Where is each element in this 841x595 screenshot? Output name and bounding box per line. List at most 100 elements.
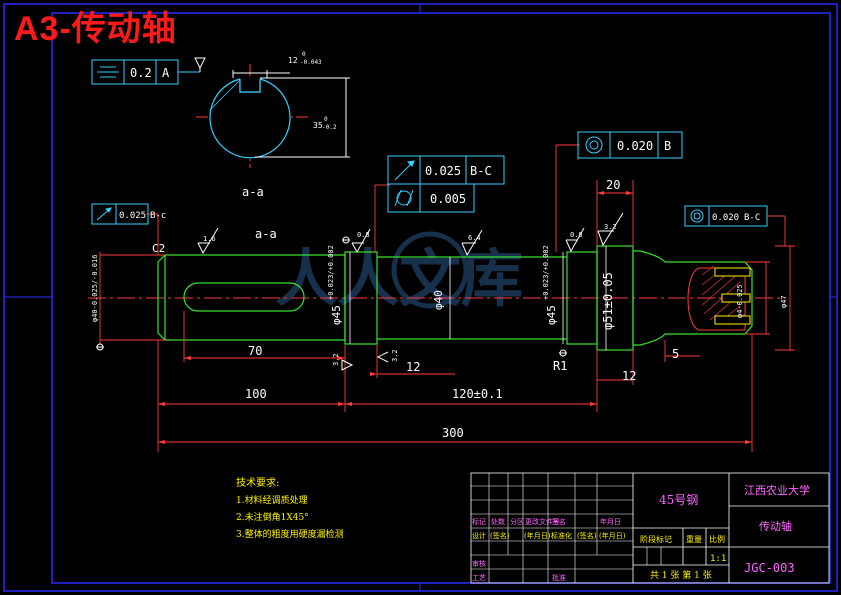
diam-40: φ40 (432, 290, 445, 310)
fcf-symmetry: 0.2 A (91, 57, 206, 85)
tb-weight: 重量 (686, 534, 702, 544)
fcf-runout-datum: B-C (470, 164, 492, 178)
diam-45a-tol: +0.023/+0.002 (327, 245, 335, 300)
section-label: a-a (242, 185, 264, 199)
chamfer-label: C2 (152, 242, 165, 255)
dim-12b: 12 (622, 369, 636, 383)
inner-border (51, 12, 831, 584)
tb-drawing-no: JGC-003 (744, 561, 795, 575)
dimension-texts: 70 100 12 120±0.1 300 20 12 5 C2 R1 a-a (152, 178, 679, 440)
tb-row-label-4: 更改文件号 (525, 517, 560, 526)
section-view: a-a 12 0 -0.043 35 0 -0.2 (196, 51, 350, 199)
diameter-texts: φ40-0.025/-0.016 φ45 +0.023/+0.002 φ40 φ… (91, 245, 788, 330)
diam-right: φ47 (780, 295, 788, 308)
fcf-concentricity: 0.020 B (577, 131, 683, 159)
tb-check: 审核 (472, 559, 486, 568)
dimensions (99, 144, 795, 452)
tb-design-1: 设计 (472, 531, 486, 540)
fcf-left-datum: B-c (150, 211, 166, 221)
rough-1-6: 1.6 (203, 235, 216, 243)
tb-design-4: 标准化 (551, 531, 572, 540)
diam-45b: φ45 (545, 305, 558, 325)
tech-item-3: 3.整体的粗度用硬度漏检测 (236, 528, 344, 540)
tb-design-5: (签名) (577, 531, 597, 540)
fcf-right: 0.020 B-C (684, 205, 768, 227)
tb-row-label-6: 年月日 (600, 517, 621, 526)
fcf-right-value: 0.020 (712, 213, 739, 223)
title-block-texts: 45号钢 江西农业大学 传动轴 JGC-003 1:1 共 1 张 第 1 张 … (472, 483, 810, 582)
tb-ratio: 比例 (709, 534, 725, 544)
rough-0-8b: 0.8 (570, 231, 583, 239)
watermark-text: 人人文库 (275, 242, 523, 315)
dim-70: 70 (248, 344, 262, 358)
fcf-symmetry-datum: A (162, 66, 170, 80)
diam-51: φ51±0.05 (601, 272, 615, 330)
tb-school: 江西农业大学 (744, 483, 810, 497)
section-depth: 35 (313, 121, 323, 130)
tech-requirements: 技术要求: 1.材料经调质处理 2.未注倒角1X45° 3.整体的粗度用硬度漏检… (236, 476, 344, 540)
fcf-concentricity-value: 0.020 (617, 139, 653, 153)
fcf-left: 0.025 B-c (91, 203, 166, 225)
keyway-width-sup: 0 (302, 51, 306, 58)
tb-design-3: (年月日) (524, 531, 551, 540)
tb-approve: 批准 (552, 573, 566, 582)
fcf-runout: 0.025 B-C (387, 155, 505, 185)
fcf-concentricity-datum: B (664, 139, 671, 153)
tb-stage: 阶段标记 (640, 534, 672, 544)
title-block (470, 472, 830, 584)
tb-design-6: (年月日) (599, 531, 626, 540)
symmetry-icon (97, 66, 119, 78)
fcf-left-value: 0.025 (119, 211, 146, 221)
rough-3-2c: 3.2 (391, 349, 399, 362)
tb-design-2: (签名) (490, 531, 510, 540)
rough-3-2b: 3.2 (332, 353, 340, 366)
tb-row-label-3: 分区 (510, 517, 524, 526)
keyway-width-sub: -0.043 (300, 59, 322, 66)
end-holes (687, 265, 751, 331)
dim-12a: 12 (406, 360, 420, 374)
tech-item-2: 2.未注倒角1X45° (236, 511, 309, 523)
tb-material: 45号钢 (659, 493, 698, 507)
diam-thread: φ4-0.025 (736, 284, 744, 318)
tb-row-label-2: 处数 (491, 517, 505, 526)
datum-markers (96, 236, 567, 357)
roughness-symbols (197, 212, 624, 371)
tech-heading: 技术要求: (236, 476, 279, 489)
dim-20: 20 (606, 178, 620, 192)
runout-arrow-icon (96, 207, 112, 221)
keyway-width: 12 (288, 56, 298, 65)
diam-left: φ40-0.025/-0.016 (91, 255, 99, 322)
tb-row-label-1: 标记 (472, 517, 486, 526)
fcf-symmetry-value: 0.2 (130, 66, 152, 80)
dimension-arrows (158, 191, 752, 444)
cylindricity-icon (394, 189, 414, 207)
dim-5: 5 (672, 347, 679, 361)
watermark: 人人文库 (275, 231, 523, 315)
tb-sheet: 共 1 张 第 1 张 (650, 569, 712, 581)
runout-arrow-icon (394, 160, 415, 181)
dim-120: 120±0.1 (452, 387, 503, 401)
fcf-runout-value: 0.025 (425, 164, 461, 178)
rough-6-4: 6.4 (468, 234, 481, 242)
tb-scale: 1:1 (710, 554, 726, 564)
concentricity-icon (690, 209, 704, 223)
title-banner: A3-传动轴 (14, 10, 177, 48)
tb-part: 传动轴 (759, 519, 792, 533)
dim-100: 100 (245, 387, 267, 401)
tb-row-label-5: 签名 (552, 517, 566, 526)
radius-label: R1 (553, 359, 567, 373)
fcf-cylindricity: 0.005 (387, 183, 475, 213)
rough-0-8a: 0.8 (357, 231, 370, 239)
rough-3-2a: 3.2 (604, 223, 617, 231)
fcf-cylindricity-value: 0.005 (430, 192, 466, 206)
concentricity-icon (585, 136, 603, 154)
fcf-right-datum: B-C (744, 213, 760, 223)
section-marker: a-a (255, 227, 277, 241)
diam-45b-tol: +0.023/+0.002 (542, 245, 550, 300)
section-depth-sub: -0.2 (322, 124, 337, 131)
tech-item-1: 1.材料经调质处理 (236, 494, 308, 506)
roughness-values: 1.6 0.8 6.4 0.8 3.2 3.2 3.2 (203, 223, 617, 366)
section-depth-sup: 0 (324, 116, 328, 123)
diam-45a: φ45 (330, 305, 343, 325)
